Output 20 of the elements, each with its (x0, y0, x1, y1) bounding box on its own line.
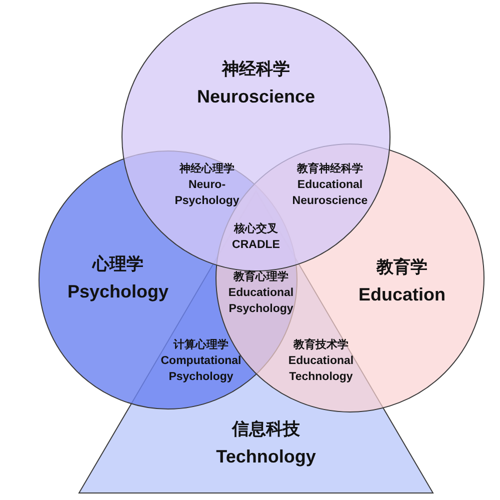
english-title: Neuroscience (196, 86, 316, 108)
chinese-label: 计算心理学 (174, 338, 228, 353)
chinese-label: 教育技术学 (294, 338, 348, 353)
english-label: Computational Psychology (160, 354, 242, 385)
chinese-title: 教育学 (376, 256, 428, 280)
english-title: Education (358, 284, 446, 306)
english-label: Educational Psychology (227, 286, 295, 317)
chinese-label: 教育心理学 (234, 270, 288, 285)
english-label: Educational Neuroscience (291, 178, 369, 209)
chinese-label: 神经心理学 (180, 162, 234, 177)
chinese-title: 信息科技 (232, 418, 300, 442)
chinese-label: 核心交叉 (234, 222, 278, 237)
english-title: Psychology (67, 280, 169, 304)
chinese-title: 心理学 (92, 253, 144, 276)
english-label: Neuro-Psychology (174, 178, 240, 209)
chinese-title: 神经科学 (222, 58, 290, 82)
chinese-label: 教育神经科学 (297, 162, 363, 177)
english-label: CRADLE (231, 238, 281, 253)
english-title: Technology (216, 446, 316, 468)
english-label: Educational Technology (287, 354, 355, 385)
